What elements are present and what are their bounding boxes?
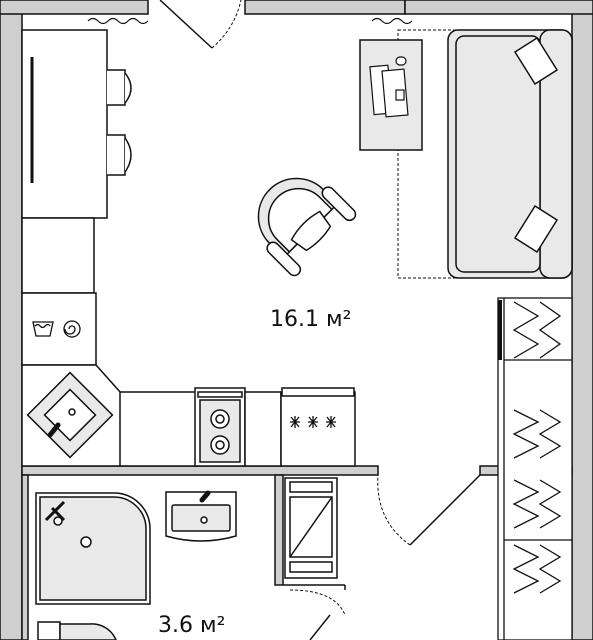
laptop-icon [369,56,409,118]
window-marks [87,17,413,25]
left-wall [0,11,23,640]
hangers [512,301,562,594]
cabinet [21,217,95,294]
kitchen-counter [119,391,201,467]
rug-outline [397,29,469,279]
partition-wall [21,465,379,476]
wardrobe [497,297,573,640]
armchair [257,177,357,277]
washing-machine-icon [32,320,81,338]
living-room-area: 16.1 м² [270,307,352,332]
top-wall-left [0,0,149,15]
shower [35,492,151,605]
desk [359,39,423,151]
kitchen-sink [21,364,122,467]
door-bath [283,584,346,640]
right-wall [571,11,593,640]
bathroom-area: 3.6 м² [158,613,226,638]
door-top [159,0,242,49]
dining-table [21,29,132,219]
bath-sink [165,490,237,542]
washer-cabinet [21,292,97,366]
door-right [377,474,481,546]
bath-left-wall [21,474,29,640]
top-wall-right [404,0,593,15]
bath-right-wall [274,474,284,586]
stove-icon [194,387,246,467]
toilet [37,621,117,640]
counter-gap [244,391,282,467]
sofa [447,29,573,279]
top-wall-center [244,0,406,15]
bath-cabinet [284,477,338,579]
fridge [280,387,356,467]
